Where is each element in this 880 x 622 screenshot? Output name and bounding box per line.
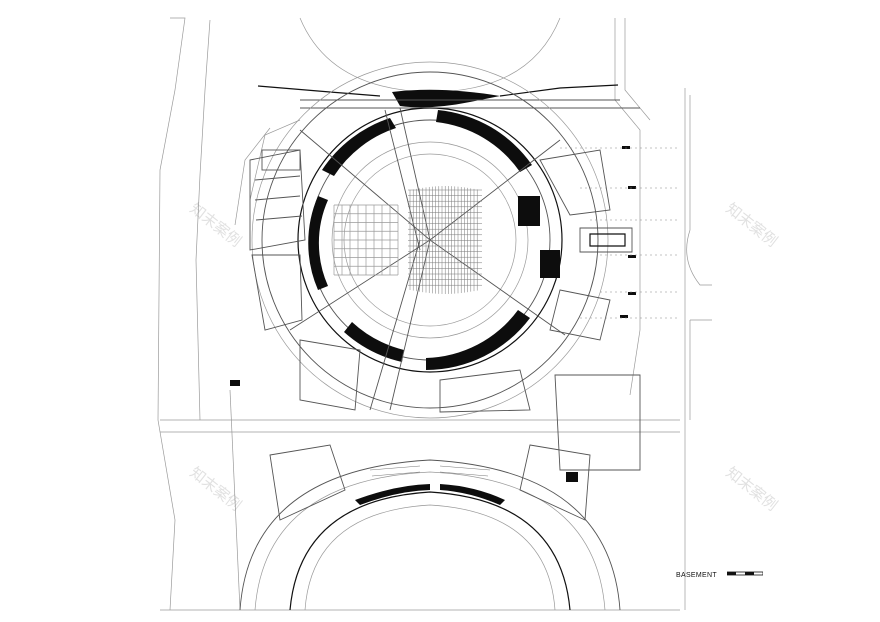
north-canopy: [257, 84, 640, 109]
basement-caption: BASEMENT: [676, 571, 764, 579]
east-columns: [230, 146, 680, 482]
scale-bar-icon: [726, 571, 764, 576]
side-rooms: [249, 149, 641, 471]
lower-arena: [239, 444, 621, 611]
site-outlines: [157, 17, 712, 611]
auditorium-seating: [408, 186, 482, 294]
caption-label: BASEMENT: [676, 571, 717, 579]
scale-bar: [726, 571, 764, 579]
rotunda: [251, 61, 609, 419]
stage-grid: [333, 204, 399, 276]
